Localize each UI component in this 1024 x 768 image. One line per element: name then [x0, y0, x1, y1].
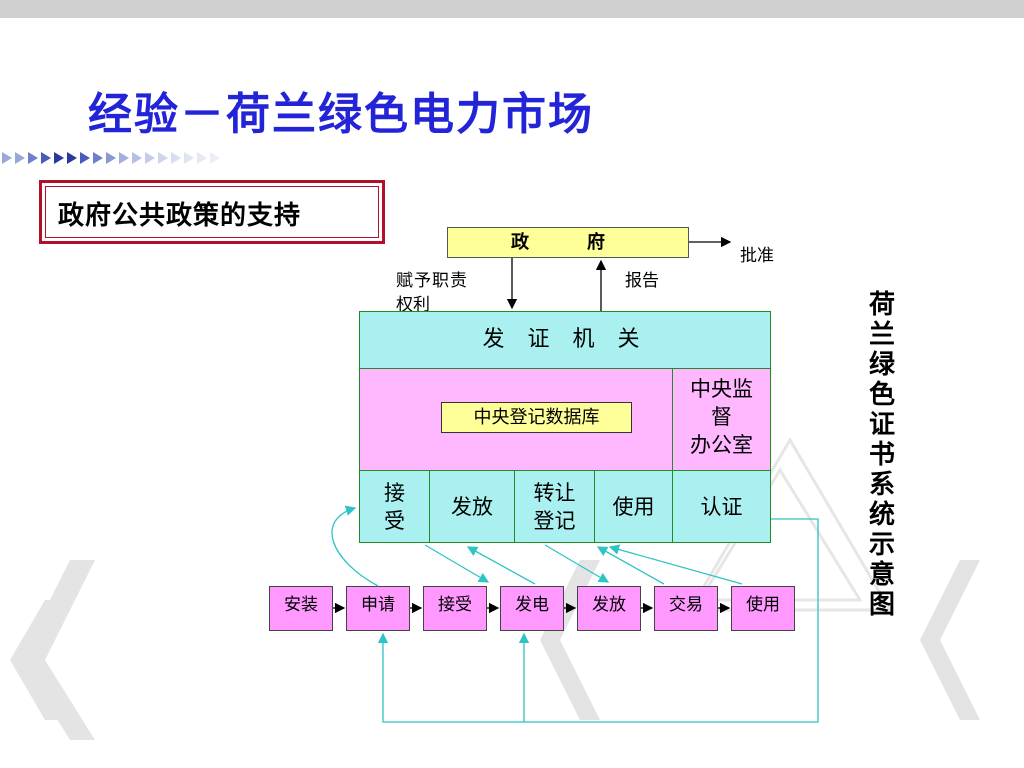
report-label: 报告: [625, 271, 659, 291]
function-use: 使用: [594, 470, 673, 543]
top-bar: [0, 0, 1024, 18]
step-accept: 接受: [423, 586, 487, 631]
central-database-box: 中央登记数据库: [441, 402, 632, 433]
apply-to-receive-arrow: [331, 505, 379, 587]
side-title-char: 图: [868, 590, 895, 620]
side-title-char: 荷: [868, 290, 895, 320]
function-issue: 发放: [429, 470, 515, 543]
side-title-char: 统: [868, 500, 895, 530]
grant-duty-label: 赋予职责: [396, 271, 468, 291]
generate-to-issue-arrow: [466, 546, 536, 585]
step-generate: 发电: [500, 586, 564, 631]
grant-rights-label: 权利: [396, 295, 430, 315]
step-install: 安装: [269, 586, 333, 631]
side-title: 荷 兰 绿 色 证 书 系 统 示 意 图: [866, 290, 898, 620]
government-box: 政 府: [447, 227, 689, 258]
supervise-line-3: 办公室: [690, 433, 753, 457]
transfer-to-issue-arrow: [544, 544, 610, 583]
central-supervision-office: 中央监 督 办公室: [672, 368, 771, 471]
step-issue: 发放: [577, 586, 641, 631]
side-title-char: 兰: [868, 320, 895, 350]
function-transfer: 转让 登记: [514, 470, 595, 543]
function-receive-line-1: 接: [384, 480, 405, 505]
side-title-char: 绿: [868, 350, 895, 380]
function-transfer-line-2: 登记: [533, 508, 576, 533]
side-title-char: 系: [868, 470, 895, 500]
supervise-line-1: 中央监: [690, 377, 753, 401]
function-receive: 接 受: [359, 470, 430, 543]
certification-body-header: 发 证 机 关: [359, 311, 771, 369]
side-title-char: 证: [868, 410, 895, 440]
policy-support-box: 政府公共政策的支持: [39, 180, 385, 244]
step-trade: 交易: [654, 586, 718, 631]
step-apply: 申请: [346, 586, 410, 631]
side-title-char: 书: [868, 440, 895, 470]
issue-to-accept-arrow: [424, 544, 490, 583]
certify-feedback-line: [377, 518, 819, 723]
function-transfer-line-1: 转让: [533, 480, 576, 505]
function-receive-line-2: 受: [384, 508, 405, 533]
side-title-char: 意: [868, 560, 895, 590]
side-title-char: 色: [868, 380, 895, 410]
side-title-char: 示: [868, 530, 895, 560]
page-title: 经验－荷兰绿色电力市场: [88, 89, 594, 140]
approve-label: 批准: [740, 246, 774, 266]
use-to-use-arrow: [608, 544, 743, 585]
supervise-line-2: 督: [711, 405, 732, 429]
triangle-arrows-decoration: [2, 152, 220, 164]
step-use: 使用: [731, 586, 795, 631]
function-certify: 认证: [672, 470, 771, 543]
